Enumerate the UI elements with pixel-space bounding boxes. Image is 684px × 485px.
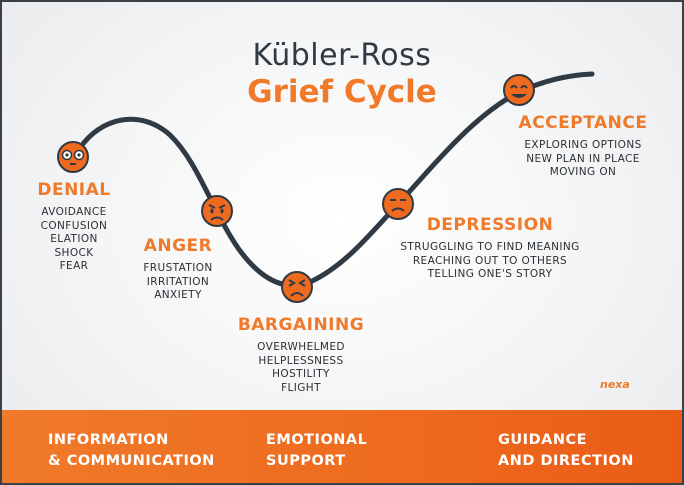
title-line1: Kübler-Ross (252, 38, 432, 73)
stage-title: ANGER (143, 236, 213, 256)
stage-item: IRRITATION (146, 275, 210, 288)
stage-title: BARGAINING (237, 315, 365, 335)
stage-item: AVOIDANCE (41, 206, 107, 218)
footer-guidance: GUIDANCE AND DIRECTION (498, 430, 634, 472)
stage-item: FRUSTATION (143, 262, 213, 274)
stage-item: TELLING ONE'S STORY (427, 268, 553, 280)
stage-item: HOSTILITY (272, 368, 330, 380)
stage-item: ANXIETY (154, 289, 202, 301)
footer-information: INFORMATION & COMMUNICATION (48, 430, 215, 472)
stage-item: FEAR (59, 260, 89, 272)
sad-face-icon (382, 188, 414, 220)
stage-acceptance: ACCEPTANCE EXPLORING OPTIONS NEW PLAN IN… (503, 113, 663, 180)
title-line2: Grief Cycle (247, 74, 437, 110)
footer-text: INFORMATION (48, 432, 169, 448)
stage-item: MOVING ON (549, 166, 617, 178)
stage-item: OVERWHELMED (257, 341, 345, 353)
angry-face-icon (201, 195, 233, 227)
stage-item: HELPLESSNESS (258, 354, 344, 367)
footer-text: SUPPORT (266, 453, 346, 469)
stage-anger: ANGER FRUSTATION IRRITATION ANXIETY (128, 236, 228, 303)
stage-item: EXPLORING OPTIONS (524, 139, 642, 151)
stage-item: STRUGGLING TO FIND MEANING (400, 241, 580, 253)
nexa-logo: nexa (600, 378, 630, 391)
footer-text: GUIDANCE (498, 432, 588, 448)
happy-face-icon (503, 74, 535, 106)
shocked-face-icon (57, 141, 89, 173)
stage-bargaining: BARGAINING OVERWHELMED HELPLESSNESS HOST… (226, 315, 376, 395)
distressed-face-icon (281, 271, 313, 303)
stage-item: ELATION (50, 233, 98, 245)
stage-item: REACHING OUT TO OTHERS (412, 254, 568, 267)
stage-item: FLIGHT (281, 381, 321, 394)
footer-text: EMOTIONAL (266, 432, 368, 448)
stage-title: ACCEPTANCE (518, 113, 648, 133)
stage-depression: DEPRESSION STRUGGLING TO FIND MEANING RE… (380, 215, 600, 282)
stage-item: SHOCK (54, 246, 94, 259)
footer-band: INFORMATION & COMMUNICATION EMOTIONAL SU… (0, 410, 684, 485)
footer-text: & COMMUNICATION (48, 453, 215, 469)
footer-text: AND DIRECTION (498, 453, 634, 469)
footer-emotional: EMOTIONAL SUPPORT (266, 430, 367, 472)
stage-title: DEPRESSION (426, 215, 554, 235)
stage-title: DENIAL (37, 180, 111, 200)
stage-item: NEW PLAN IN PLACE (526, 152, 640, 165)
stage-denial: DENIAL AVOIDANCE CONFUSION ELATION SHOCK… (24, 180, 124, 274)
stage-item: CONFUSION (40, 219, 108, 232)
